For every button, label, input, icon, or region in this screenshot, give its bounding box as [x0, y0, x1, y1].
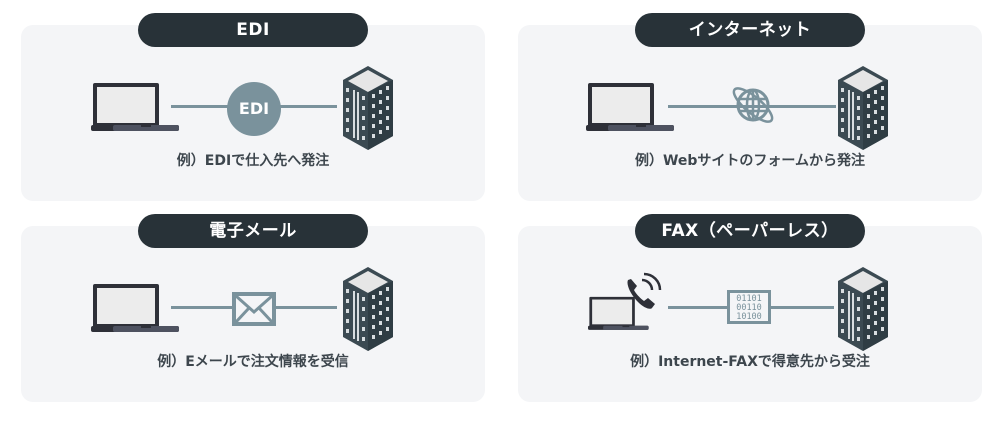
card-fax: FAX（ペーパーレス） 01101 00110 10100 例）Internet…	[518, 214, 982, 402]
envelope-icon	[232, 292, 276, 326]
binary-line: 01101	[736, 294, 762, 304]
binary-line: 00110	[736, 303, 762, 313]
laptop-icon	[91, 83, 181, 133]
edi-badge-label: EDI	[238, 99, 270, 118]
building-icon	[838, 66, 888, 150]
card-email: 電子メール 例）Eメールで注文情報を受信	[21, 214, 485, 402]
card-caption: 例）Webサイトのフォームから発注	[634, 153, 866, 169]
card-title: EDI	[138, 13, 368, 47]
phone-wave-icon	[627, 272, 662, 309]
card-title: FAX（ペーパーレス）	[635, 214, 865, 248]
card-title: インターネット	[635, 13, 865, 47]
card-caption: 例）Internet-FAXで得意先から受注	[630, 354, 870, 370]
card-internet: インターネット 例）Webサイトのフォームから発注	[518, 13, 982, 201]
binary-data-icon: 01101 00110 10100	[727, 290, 771, 324]
card-caption: 例）Eメールで注文情報を受信	[157, 354, 349, 370]
globe-icon	[732, 87, 774, 123]
binary-line: 10100	[736, 312, 762, 322]
building-icon	[838, 267, 888, 351]
card-caption: 例）EDIで仕入先へ発注	[176, 153, 330, 169]
laptop-icon	[91, 284, 181, 334]
building-icon	[343, 66, 393, 150]
edi-badge-icon: EDI	[227, 82, 281, 136]
building-icon	[343, 267, 393, 351]
card-title: 電子メール	[138, 214, 368, 248]
laptop-icon	[586, 83, 676, 133]
card-edi: EDI EDI 例）EDIで仕入先へ発注	[21, 13, 485, 201]
